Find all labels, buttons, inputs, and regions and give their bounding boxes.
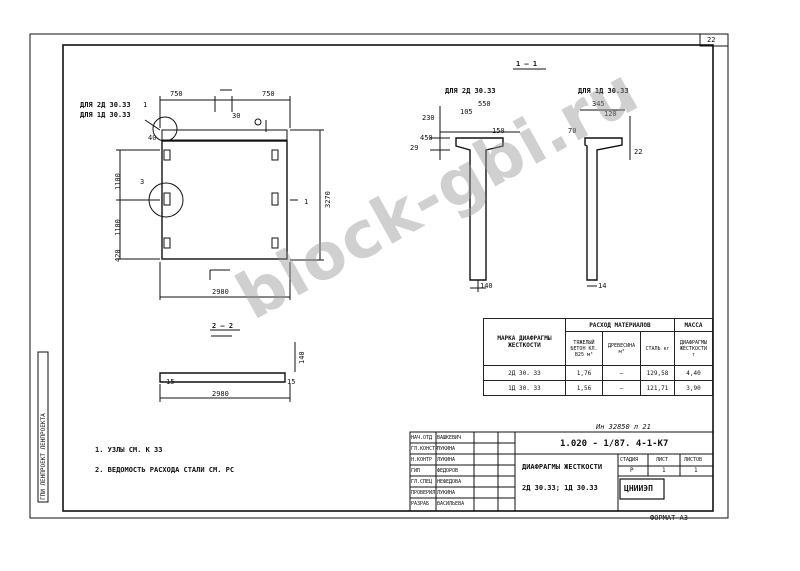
section-1d-profile bbox=[584, 137, 623, 281]
dim-750-right: 750 bbox=[262, 90, 275, 98]
dim-2980: 2980 bbox=[212, 288, 229, 296]
dim-3270: 3270 bbox=[324, 191, 332, 208]
sec22-d-140: 140 bbox=[298, 351, 306, 364]
callout-num: 1 bbox=[143, 101, 148, 109]
sec-d-550: 550 bbox=[478, 100, 491, 108]
node-num: 3 bbox=[140, 178, 145, 186]
materials-table: МАРКА ДИАФРАГМЫ ЖЕСТКОСТИ РАСХОД МАТЕРИА… bbox=[483, 317, 714, 396]
name-3: ЛУКИНА bbox=[437, 457, 456, 463]
left-strip bbox=[37, 351, 49, 503]
title-block bbox=[409, 431, 714, 512]
name-6: ЛУКИНА bbox=[437, 490, 456, 496]
sec-d-140: 140 bbox=[480, 282, 493, 290]
row-mark: 2Д 30. 33 bbox=[483, 365, 566, 381]
callout-1d: ДЛЯ 1Д 30.33 bbox=[80, 111, 131, 119]
sheet-head: ЛИСТ bbox=[656, 457, 669, 463]
inv-note: Ин 32850 л 21 bbox=[596, 423, 651, 431]
stage-head: СТАДИЯ bbox=[620, 457, 639, 463]
sec22-d-2980: 2980 bbox=[212, 390, 229, 398]
node-circle-top bbox=[152, 116, 178, 142]
th-mark: МАРКА ДИАФРАГМЫ ЖЕСТКОСТИ bbox=[483, 318, 566, 366]
th-mass: МАССА bbox=[673, 317, 714, 333]
section-2-2-title: 2 — 2 bbox=[212, 322, 234, 330]
name-2: ЛУКИНА bbox=[437, 446, 456, 452]
role-7: РАЗРАБ bbox=[411, 501, 430, 507]
th-wood: ДРЕВЕСИНА м³ bbox=[602, 331, 642, 366]
role-2: ГЛ.КОНСТР bbox=[411, 446, 439, 452]
doc-name: ДИАФРАГМЫ ЖЕСТКОСТИ bbox=[522, 463, 603, 471]
row-wood: — bbox=[602, 365, 642, 381]
section-for-1d: ДЛЯ 1Д 30.33 bbox=[578, 87, 629, 95]
th-steel: СТАЛЬ кг bbox=[640, 331, 675, 366]
row-concrete: 1,76 bbox=[564, 365, 604, 381]
role-4: ГИП bbox=[411, 468, 421, 474]
role-1: НАЧ.ОТД bbox=[411, 435, 433, 441]
section-2-2-profile bbox=[159, 372, 286, 383]
format-label: ФОРМАТ А3 bbox=[650, 514, 688, 522]
name-5: НЕФЕДОВА bbox=[437, 479, 462, 485]
org-name: ЦНИИЭП bbox=[624, 484, 653, 493]
note-2: 2. ВЕДОМОСТЬ РАСХОДА СТАЛИ СМ. РС bbox=[95, 466, 235, 474]
note-1: 1. УЗЛЫ СМ. К 33 bbox=[95, 446, 163, 454]
sec-d-120: 120 bbox=[604, 110, 617, 118]
role-3: Н.КОНТР bbox=[411, 457, 433, 463]
row-mark: 1Д 30. 33 bbox=[483, 380, 566, 396]
dim-750-left: 750 bbox=[170, 90, 183, 98]
section-1-1-title: 1 — 1 bbox=[516, 60, 538, 68]
sec-d-14: 14 bbox=[598, 282, 607, 290]
stage-val: Р bbox=[630, 467, 634, 474]
cut-label: 1 bbox=[304, 198, 309, 206]
name-4: ФЕДОРОВ bbox=[437, 468, 459, 474]
section-2d-profile bbox=[455, 137, 504, 281]
table-row: 2Д 30. 33 1,76 — 129,58 4,40 bbox=[483, 365, 714, 381]
row-mass: 4,40 bbox=[673, 365, 714, 381]
sheets-head: ЛИСТОВ bbox=[684, 457, 703, 463]
sec-d-22: 22 bbox=[634, 148, 643, 156]
sec-d-345: 345 bbox=[592, 100, 605, 108]
sec-d-450: 450 bbox=[420, 134, 433, 142]
sheet-number-box bbox=[699, 33, 729, 47]
table-row: 1Д 30. 33 1,56 — 121,71 3,90 bbox=[483, 380, 714, 396]
role-6: ПРОВЕРИЛ bbox=[411, 490, 436, 496]
sec-d-230: 230 bbox=[422, 114, 435, 122]
role-5: ГЛ.СПЕЦ bbox=[411, 479, 433, 485]
row-steel: 121,71 bbox=[640, 380, 675, 396]
sec-d-70: 70 bbox=[568, 127, 577, 135]
sheets-val: 1 bbox=[694, 467, 698, 474]
dim-40: 40 bbox=[148, 134, 157, 142]
dim-1100-top: 1100 bbox=[114, 173, 122, 190]
dim-420: 420 bbox=[114, 249, 122, 262]
inner-frame bbox=[62, 44, 714, 512]
sec-d-29: 29 bbox=[410, 144, 419, 152]
name-1: ВАШКЕВИЧ bbox=[437, 435, 462, 441]
row-wood: — bbox=[602, 380, 642, 396]
th-consumption: РАСХОД МАТЕРИАЛОВ bbox=[564, 317, 675, 333]
th-mass-sub: ДИАФРАГМЫ ЖЕСТКОСТИ т bbox=[673, 331, 714, 366]
row-mass: 3,90 bbox=[673, 380, 714, 396]
sec22-d-15-right: 15 bbox=[287, 378, 296, 386]
sheet-number: 22 bbox=[707, 36, 716, 44]
row-steel: 129,58 bbox=[640, 365, 675, 381]
name-7: ВАСИЛЬЕВА bbox=[437, 501, 465, 507]
sheet-val: 1 bbox=[662, 467, 666, 474]
sec22-d-15-left: 15 bbox=[166, 378, 175, 386]
section-for-2d: ДЛЯ 2Д 30.33 bbox=[445, 87, 496, 95]
sec-d-105: 105 bbox=[460, 108, 473, 116]
sec-d-150: 150 bbox=[492, 127, 505, 135]
panel-outline bbox=[161, 140, 288, 260]
row-concrete: 1,56 bbox=[564, 380, 604, 396]
left-strip-text: ГПИ ЛЕНПРОЕКТ ЛЕНПРОЕКТА bbox=[40, 413, 47, 500]
callout-2d: ДЛЯ 2Д 30.33 bbox=[80, 101, 131, 109]
doc-code: 1.020 - 1/87. 4-1-К7 bbox=[560, 439, 669, 449]
doc-marks: 2Д 30.33; 1Д 30.33 bbox=[522, 484, 598, 492]
sheet-frame bbox=[29, 33, 729, 519]
th-concrete: ТЯЖЕЛЫЙ БЕТОН КЛ. В25 м³ bbox=[564, 331, 604, 366]
dim-30: 30 bbox=[232, 112, 241, 120]
dim-1100-bot: 1100 bbox=[114, 219, 122, 236]
